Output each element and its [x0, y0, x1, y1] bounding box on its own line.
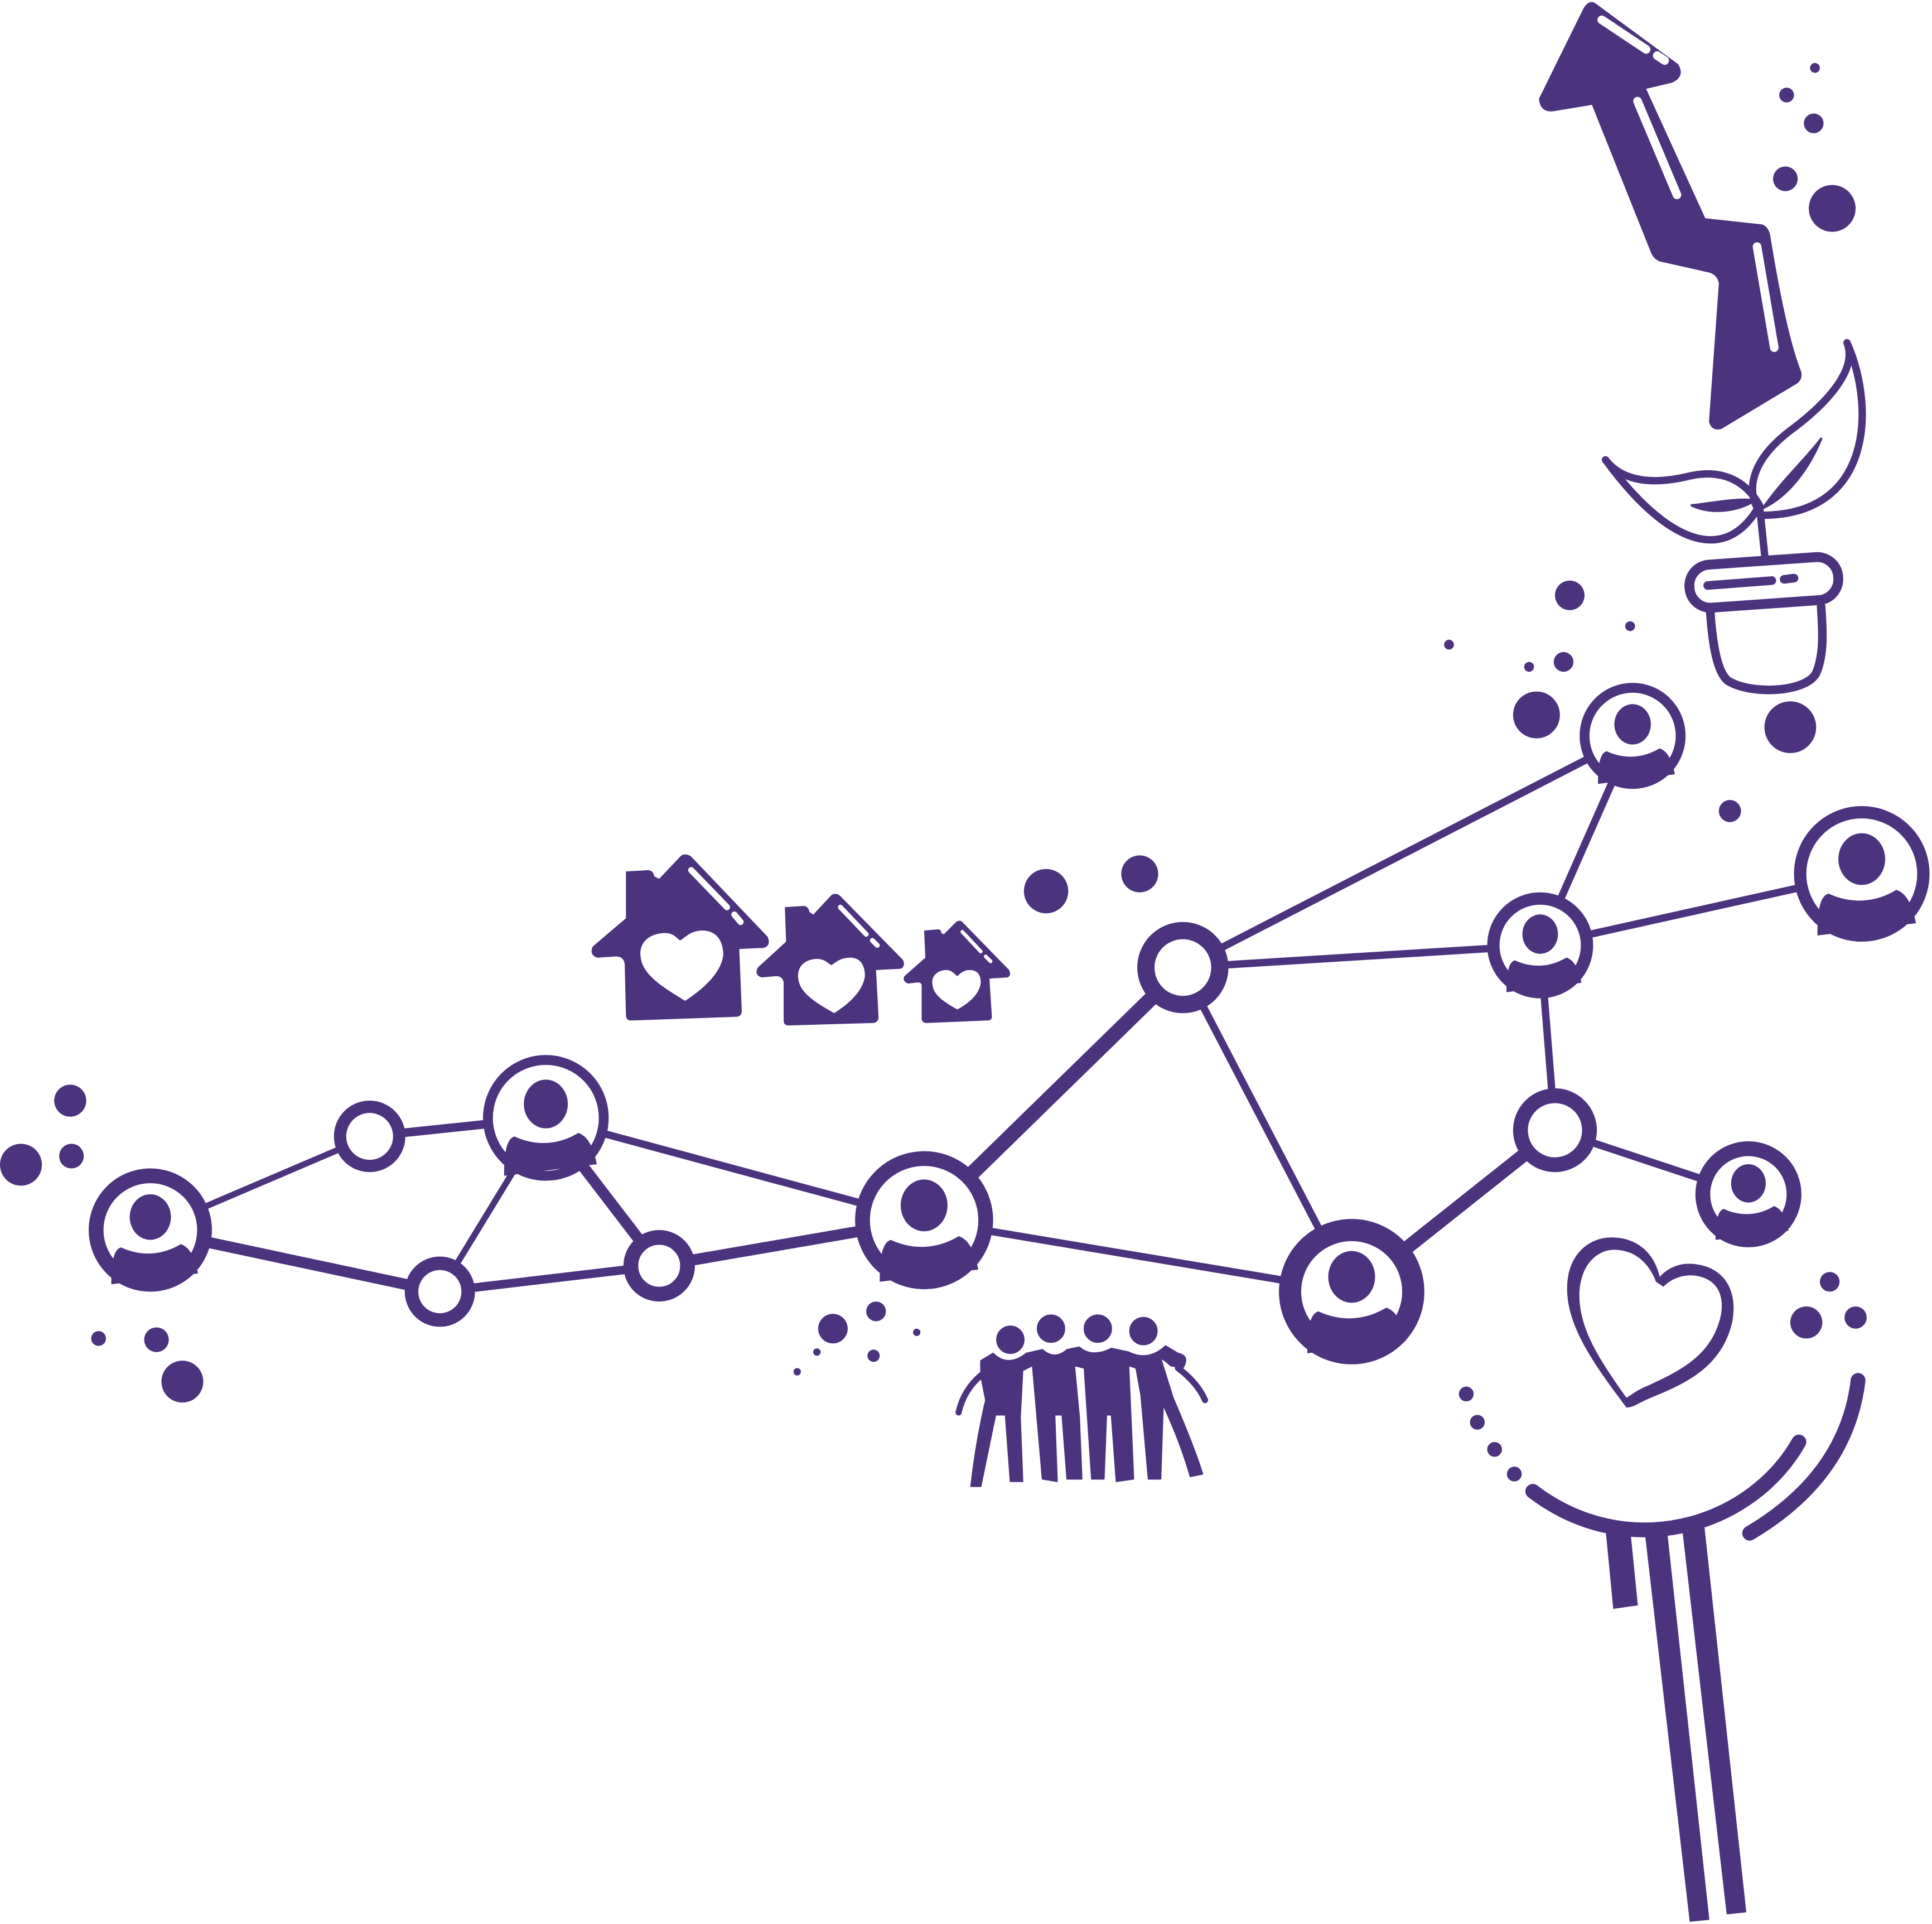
dot [144, 1327, 169, 1352]
dot [1779, 88, 1794, 103]
dot [1513, 691, 1560, 739]
decorative-dots [0, 62, 1867, 1482]
edge [1179, 942, 1544, 972]
potted-sprout-icon [1601, 339, 1866, 695]
dot [59, 1144, 84, 1169]
house-large-icon [591, 854, 769, 1021]
house-medium-icon [756, 894, 904, 1026]
dot [1121, 855, 1158, 893]
edge [435, 1261, 664, 1296]
person-node [1279, 1219, 1424, 1364]
network-node [1137, 922, 1229, 1014]
dot [866, 1301, 886, 1322]
dot [91, 1331, 106, 1346]
dot [1458, 1386, 1474, 1402]
edge [1179, 732, 1636, 972]
dot [1718, 799, 1741, 822]
magnifying-glass-icon [1525, 1373, 1866, 1922]
dot [1506, 1467, 1522, 1482]
person-node [483, 1055, 609, 1181]
dot [1809, 185, 1856, 232]
people-group-icon [955, 1314, 1209, 1487]
person-node [1580, 683, 1686, 789]
network-edges [144, 732, 1866, 1299]
person-node [1487, 892, 1593, 999]
dot [1764, 701, 1817, 754]
dot [161, 1361, 204, 1403]
dot [867, 1349, 880, 1362]
houses [591, 854, 1011, 1026]
dot [1810, 62, 1820, 73]
dot [1819, 1272, 1840, 1292]
dot [1773, 166, 1798, 191]
dot [1554, 580, 1585, 610]
dot [54, 1084, 86, 1117]
network-node [404, 1256, 475, 1327]
growth-arrow-icon [1539, 2, 1802, 430]
dot [1844, 1306, 1867, 1329]
person-node [89, 1168, 212, 1292]
person-node [1794, 806, 1930, 942]
person-nodes [89, 683, 1930, 1364]
dot [1487, 1441, 1502, 1457]
network-node [1513, 1088, 1597, 1173]
dot [1470, 1415, 1485, 1430]
dot [913, 1328, 921, 1336]
dot [813, 1348, 821, 1356]
dot [1553, 652, 1574, 672]
person-node [1695, 1141, 1801, 1247]
dot [1804, 113, 1824, 133]
dot [818, 1314, 848, 1344]
dot [1790, 1306, 1823, 1339]
dot [0, 1144, 42, 1186]
heart-outline-icon [1567, 1237, 1734, 1408]
house-small-icon [904, 920, 1011, 1023]
dot [1625, 621, 1635, 631]
network-node [334, 1101, 405, 1173]
dot [793, 1368, 801, 1376]
dot [1524, 662, 1534, 672]
network-node [623, 1229, 695, 1302]
dot [1023, 869, 1069, 914]
small-nodes [334, 922, 1597, 1327]
person-node [855, 1151, 993, 1290]
dot [1444, 639, 1454, 650]
